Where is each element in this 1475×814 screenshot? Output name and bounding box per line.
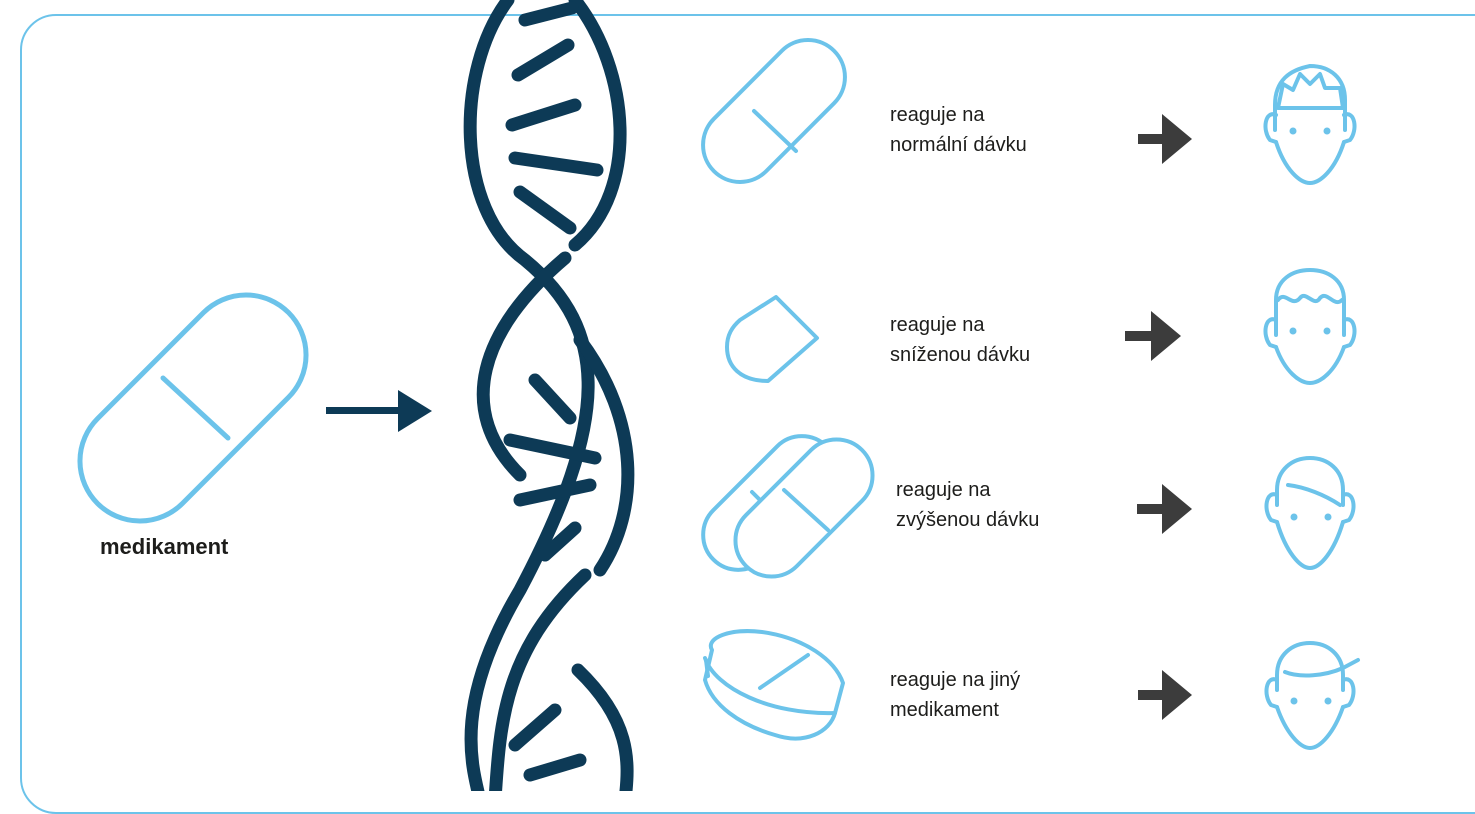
face-side-bangs-icon [1266,458,1353,568]
row3-line2: zvýšenou dávku [896,505,1039,535]
face-fringe-icon [1266,643,1358,748]
row1-line1: reaguje na [890,100,1027,130]
row4-tablet-icon [705,631,843,738]
diagram-canvas [0,0,1475,791]
drug-label: medikament [100,534,228,560]
dna-helix-icon [470,0,628,791]
capsule-icon [55,270,331,546]
row1-text: reaguje na normální dávku [890,100,1027,160]
row2-text: reaguje na sníženou dávku [890,310,1030,370]
row4-arrow-icon [1138,670,1192,720]
row2-line2: sníženou dávku [890,340,1030,370]
row3-text: reaguje na zvýšenou dávku [896,475,1039,535]
row4-text: reaguje na jiný medikament [890,665,1020,725]
row4-line1: reaguje na jiný [890,665,1020,695]
row3-arrow-icon [1137,484,1192,534]
row3-line1: reaguje na [896,475,1039,505]
main-arrow-icon [326,390,432,432]
row1-line2: normální dávku [890,130,1027,160]
face-spiky-hair-icon [1265,66,1354,183]
row3-double-capsule-icon [689,422,888,592]
row1-capsule-icon [688,25,861,198]
row2-line1: reaguje na [890,310,1030,340]
row4-line2: medikament [890,695,1020,725]
row2-half-capsule-icon [727,297,817,381]
row1-arrow-icon [1138,114,1192,164]
row2-arrow-icon [1125,311,1181,361]
face-curly-hair-icon [1265,270,1354,383]
